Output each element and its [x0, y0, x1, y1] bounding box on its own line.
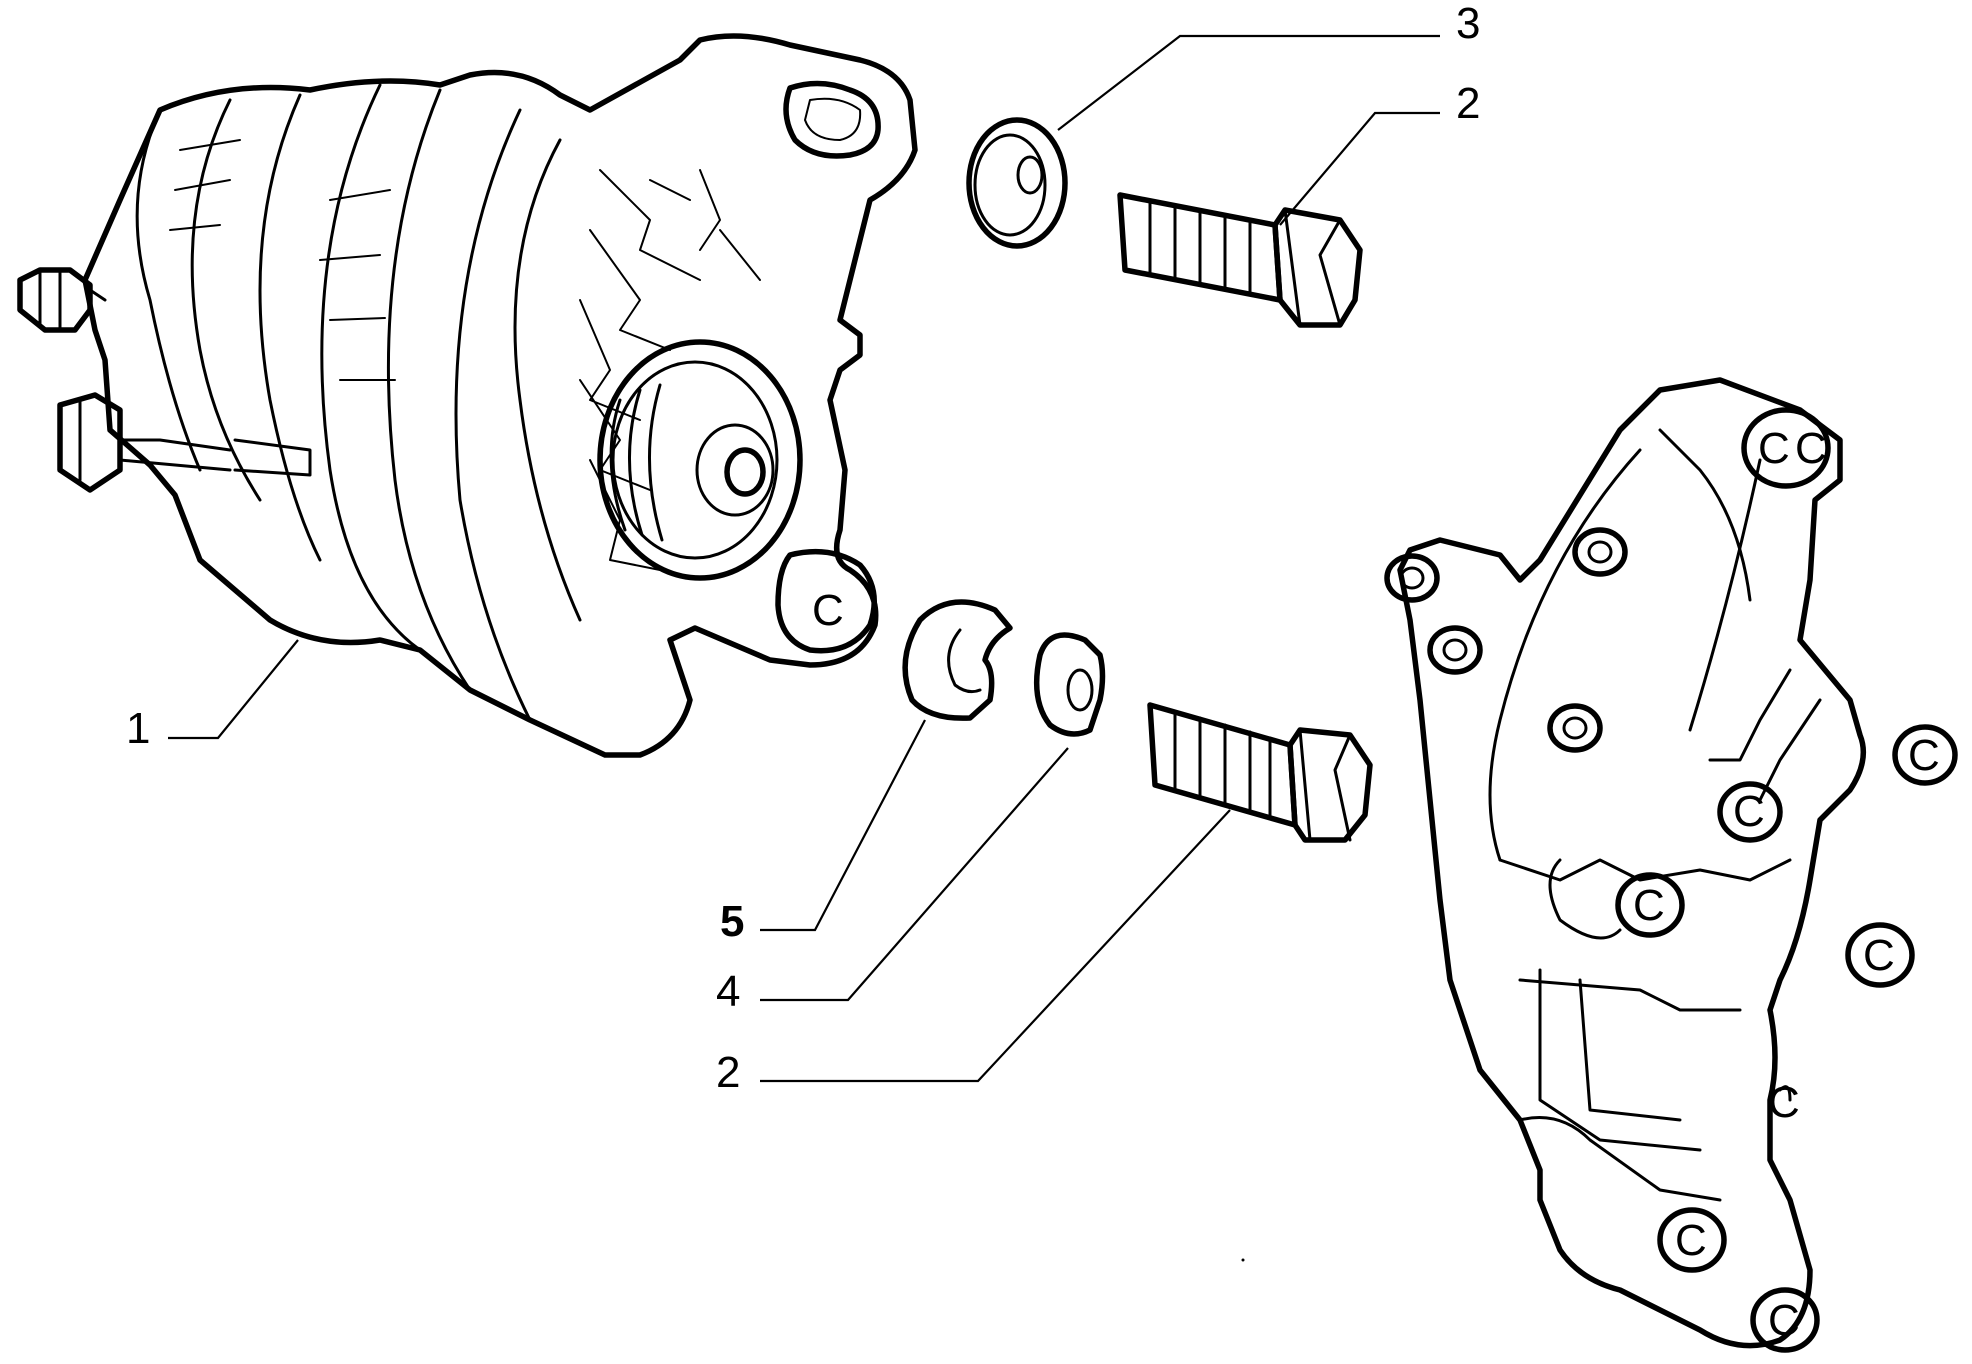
mounting-bracket: C C C C C C C C C: [1384, 377, 1958, 1353]
leader-5: [760, 719, 926, 932]
bracket-hole-mark: C: [1908, 731, 1940, 780]
bracket-hole-mark: C: [1768, 1296, 1800, 1345]
leader-lines: [168, 34, 1440, 1083]
split-washer-part-5: [902, 599, 1013, 721]
alternator: C: [17, 33, 918, 758]
bracket-hole-mark: C: [1758, 424, 1790, 473]
bolt-part-2-upper: [1117, 192, 1363, 328]
bracket-hole-mark: C: [1863, 931, 1895, 980]
leader-3: [1057, 34, 1440, 131]
bracket-hole-mark: C: [1733, 787, 1765, 836]
bracket-hole-mark: C: [1768, 1078, 1800, 1127]
bolt-part-2-lower: [1147, 702, 1373, 843]
bracket-hole-mark: C: [1633, 881, 1665, 930]
ear-hole-mark: C: [812, 586, 844, 635]
washer-part-3: [966, 117, 1068, 249]
callout-3: 3: [1456, 0, 1480, 48]
callout-4: 4: [716, 967, 740, 1016]
leader-2a: [1279, 111, 1440, 226]
callout-labels: 1 3 2 5 4 2: [126, 0, 1480, 1097]
stray-dot: [1241, 1258, 1245, 1262]
callout-5: 5: [720, 897, 744, 946]
leader-1: [168, 639, 299, 740]
bracket-hole-mark: C: [1795, 424, 1827, 473]
callout-2-upper: 2: [1456, 79, 1480, 128]
bracket-hole-mark: C: [1675, 1216, 1707, 1265]
spacer-part-4: [1033, 632, 1106, 737]
callout-1: 1: [126, 704, 150, 753]
leader-4: [760, 747, 1069, 1002]
callout-2-lower: 2: [716, 1048, 740, 1097]
leader-2b: [760, 809, 1231, 1083]
